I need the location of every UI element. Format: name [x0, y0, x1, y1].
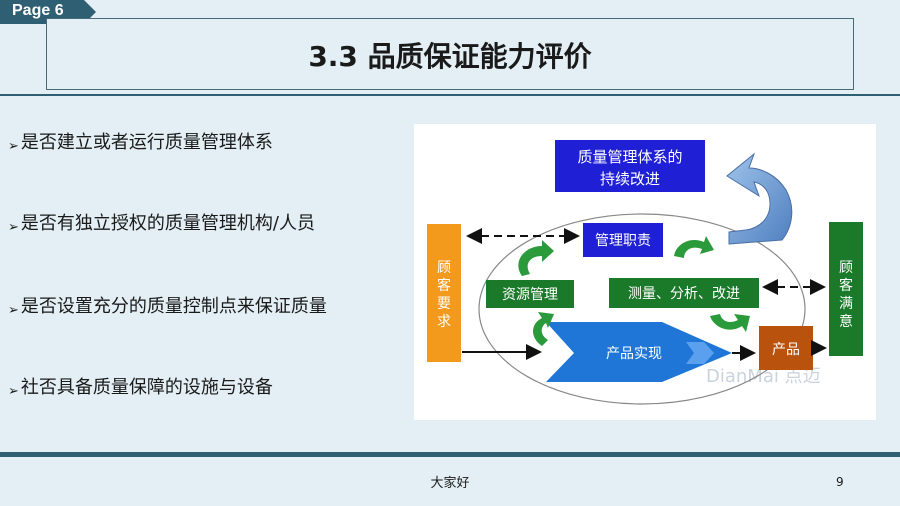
- bullet-arrow-icon: ➢: [8, 384, 19, 399]
- resource-management-label: 资源管理: [502, 287, 558, 303]
- cycle-arrow-resource-to-realization-icon: [533, 312, 554, 346]
- customer-sat-char: 顾: [839, 260, 853, 276]
- diagram-svg: DianMai 点迈 质量管理体系的 持续改进 顾 客 要 求 顾 客 满 意 …: [427, 140, 863, 405]
- bullet-text: 是否设置充分的质量控制点来保证质量: [20, 296, 327, 317]
- watermark-text: DianMai 点迈: [706, 366, 821, 387]
- bullet-text: 社否具备质量保障的设施与设备: [20, 377, 273, 398]
- resource-management-box: [486, 280, 574, 308]
- customer-req-char: 求: [437, 314, 451, 330]
- customer-satisfaction-box: [829, 222, 863, 356]
- customer-sat-char: 客: [839, 277, 853, 294]
- management-duty-box: [583, 223, 663, 257]
- management-duty-label: 管理职责: [595, 233, 651, 249]
- product-realization-shape: [546, 322, 732, 382]
- bullet-item: ➢是否建立或者运行质量管理体系: [8, 128, 273, 154]
- realization-small-arrow-icon: [686, 342, 714, 364]
- header-divider: [0, 94, 900, 96]
- page-title: 3.3 品质保证能力评价: [308, 40, 592, 73]
- page-number: 9: [836, 475, 844, 489]
- bullet-item: ➢社否具备质量保障的设施与设备: [8, 373, 273, 399]
- bullet-text: 是否建立或者运行质量管理体系: [20, 132, 273, 153]
- improvement-cycle-arrow-icon: [726, 152, 793, 245]
- process-ellipse: [478, 213, 806, 405]
- quality-process-diagram: DianMai 点迈 质量管理体系的 持续改进 顾 客 要 求 顾 客 满 意 …: [414, 124, 876, 420]
- customer-req-char: 客: [437, 277, 451, 294]
- customer-requirement-box: [427, 224, 461, 362]
- page-tag-label: Page 6: [12, 2, 64, 19]
- title-box: 3.3 品质保证能力评价: [46, 18, 854, 90]
- bullet-arrow-icon: ➢: [8, 303, 19, 318]
- product-box: [759, 326, 813, 370]
- cycle-arrow-realization-to-measure-icon: [710, 314, 750, 332]
- footer-band: [0, 452, 900, 457]
- bullet-item: ➢是否有独立授权的质量管理机构/人员: [8, 209, 315, 235]
- customer-sat-char: 满: [839, 296, 853, 312]
- measurement-box: [609, 278, 759, 308]
- product-realization-label: 产品实现: [606, 346, 662, 362]
- footer-text: 大家好: [430, 476, 470, 491]
- bullet-arrow-icon: ➢: [8, 139, 19, 154]
- cycle-arrow-measure-to-duty-icon: [674, 236, 714, 258]
- continuous-improvement-line2: 持续改进: [600, 170, 660, 188]
- bullet-item: ➢是否设置充分的质量控制点来保证质量: [8, 292, 327, 318]
- continuous-improvement-line1: 质量管理体系的: [577, 148, 682, 166]
- bullet-text: 是否有独立授权的质量管理机构/人员: [20, 213, 315, 234]
- cycle-arrow-duty-to-resource-icon: [518, 240, 554, 276]
- continuous-improvement-box: [555, 140, 705, 192]
- customer-req-char: 顾: [437, 260, 451, 276]
- customer-req-char: 要: [437, 296, 451, 312]
- bullet-arrow-icon: ➢: [8, 220, 19, 235]
- customer-sat-char: 意: [839, 313, 853, 330]
- product-label: 产品: [772, 342, 800, 358]
- measurement-label: 测量、分析、改进: [628, 286, 740, 302]
